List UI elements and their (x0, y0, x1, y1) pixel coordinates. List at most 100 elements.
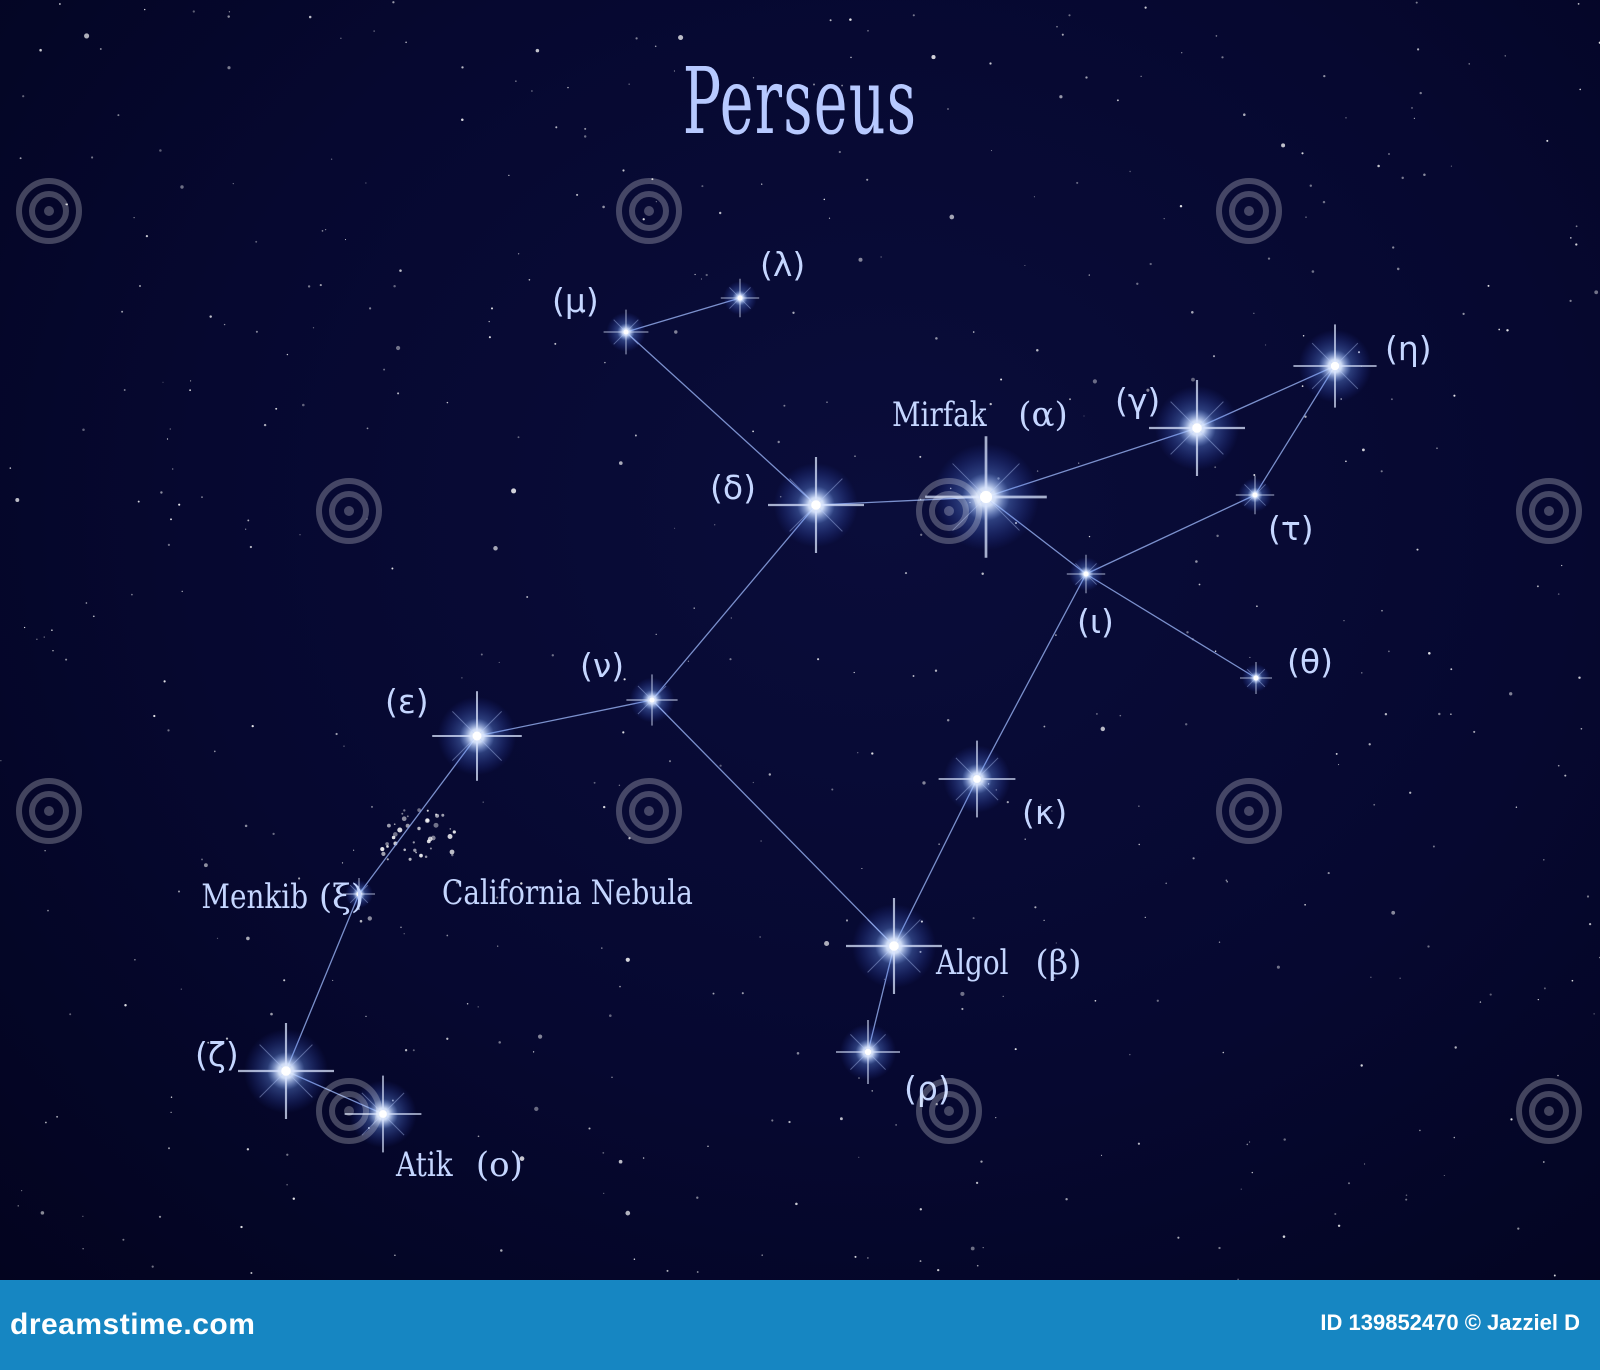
background-star (1564, 774, 1567, 777)
background-star (1579, 88, 1582, 91)
background-star (1129, 1053, 1131, 1056)
background-star (1373, 803, 1376, 806)
nebula-star (393, 823, 396, 826)
background-star (1024, 264, 1026, 267)
label-gamma: (γ) (1115, 381, 1161, 420)
background-star (845, 919, 849, 922)
background-star (752, 430, 754, 433)
background-star (1586, 895, 1590, 898)
background-star (145, 234, 149, 238)
star-gamma (1149, 380, 1245, 476)
background-star (581, 312, 583, 314)
background-star (1443, 1174, 1445, 1177)
background-star (850, 56, 852, 59)
background-star (1251, 1171, 1254, 1174)
background-star (1192, 857, 1195, 860)
background-star (1076, 181, 1079, 184)
background-star (1276, 965, 1280, 969)
image-credit: ID 139852470 © Jazziel D (1320, 1310, 1580, 1335)
background-star (65, 203, 68, 206)
background-star (1195, 560, 1198, 563)
background-star (1436, 447, 1438, 450)
background-star (122, 1238, 125, 1241)
background-star (1593, 1013, 1595, 1015)
brand-logo-text[interactable]: dreamstime.com (10, 1308, 256, 1341)
nebula-star (415, 851, 417, 854)
background-star (701, 185, 704, 188)
background-star (1036, 348, 1039, 352)
background-star (1144, 916, 1146, 919)
background-star (302, 403, 305, 407)
label-mu: (μ) (552, 281, 599, 320)
background-star (404, 1049, 408, 1052)
background-star (829, 19, 832, 22)
background-star (625, 957, 630, 962)
background-star (1249, 1141, 1251, 1143)
background-star (1419, 91, 1422, 95)
background-star (162, 381, 164, 383)
nebula-star (419, 853, 423, 858)
background-star (975, 1181, 979, 1185)
background-star (1043, 919, 1045, 922)
background-star (340, 37, 342, 39)
nebula-star (397, 827, 403, 833)
background-star (622, 169, 625, 172)
background-star (1473, 730, 1476, 733)
background-star (1396, 267, 1400, 271)
background-star (1409, 791, 1412, 794)
background-star (938, 843, 940, 845)
background-star (1146, 388, 1150, 392)
watermark-icon (1516, 1078, 1582, 1144)
background-star (705, 273, 708, 277)
background-star (960, 991, 965, 996)
label-alpha: Mirfak (α) (892, 398, 1068, 432)
background-star (40, 1211, 45, 1215)
background-star (124, 1003, 127, 1007)
background-star (228, 11, 231, 13)
background-star (286, 1153, 289, 1156)
background-star (299, 534, 301, 536)
background-star (555, 126, 558, 129)
background-star (535, 48, 540, 53)
background-star (131, 593, 133, 596)
background-star (895, 1124, 897, 1126)
background-star (1043, 725, 1046, 728)
background-star (1557, 593, 1560, 595)
background-star (446, 1037, 449, 1040)
background-star (871, 752, 874, 755)
label-rho: (ρ) (904, 1069, 951, 1108)
background-star (446, 401, 449, 404)
background-star (84, 33, 90, 39)
background-star (1024, 838, 1026, 840)
background-star (461, 66, 464, 69)
background-star (209, 315, 212, 318)
background-star (1068, 14, 1071, 17)
background-star (167, 543, 171, 547)
background-star (841, 84, 844, 87)
background-star (537, 1034, 543, 1039)
background-star (373, 30, 375, 32)
background-star (45, 1121, 47, 1124)
constellation-stars (238, 278, 1377, 1153)
background-star (761, 183, 763, 185)
background-star (1450, 668, 1453, 671)
background-star (1399, 977, 1401, 979)
background-star (497, 945, 499, 947)
nebula-star (424, 818, 430, 824)
background-star (1428, 652, 1431, 655)
background-star (1309, 184, 1313, 187)
background-star (286, 1183, 288, 1186)
background-star (618, 1159, 623, 1164)
background-star (272, 832, 275, 836)
background-star (961, 1007, 964, 1011)
background-star (172, 468, 174, 470)
background-star (949, 214, 955, 220)
background-star (1542, 1161, 1545, 1163)
background-star (937, 1268, 940, 1272)
background-star (1283, 1138, 1286, 1141)
background-star (1536, 585, 1539, 588)
background-star (1413, 117, 1416, 120)
background-star (554, 342, 557, 345)
background-star (1165, 882, 1167, 885)
background-star (603, 1192, 605, 1195)
